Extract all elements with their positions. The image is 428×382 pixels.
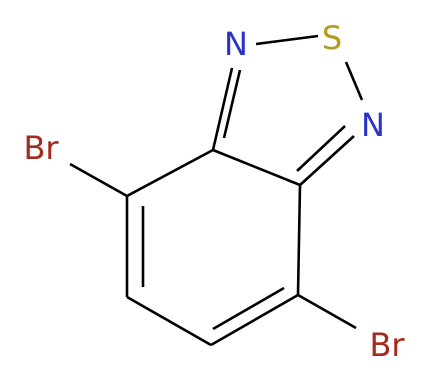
bond-n-s [255, 34, 319, 46]
bond-c4-br [297, 293, 357, 330]
bond-c7-br [69, 162, 128, 198]
bond-c3a-c4 [296, 184, 302, 296]
bond-c7a-c3a [212, 148, 301, 187]
bond-c7a-n-double [222, 69, 242, 139]
atom-bromine-bottom: Br [369, 326, 405, 364]
bond-n-c3a-double [296, 125, 346, 172]
bond-c4-c5-double [212, 286, 285, 331]
bond-c4-c5 [210, 293, 299, 347]
bond-c7a-n [211, 67, 234, 151]
atom-nitrogen-top: N [224, 25, 248, 63]
bond-n-c3a [299, 135, 355, 186]
bond-c5-c6 [126, 295, 212, 347]
atom-sulfur: S [322, 19, 342, 57]
atom-nitrogen-right: N [361, 106, 385, 144]
bond-s-n [344, 61, 364, 101]
atom-bromine-left: Br [23, 129, 59, 167]
bond-c7-c7a [126, 148, 214, 198]
